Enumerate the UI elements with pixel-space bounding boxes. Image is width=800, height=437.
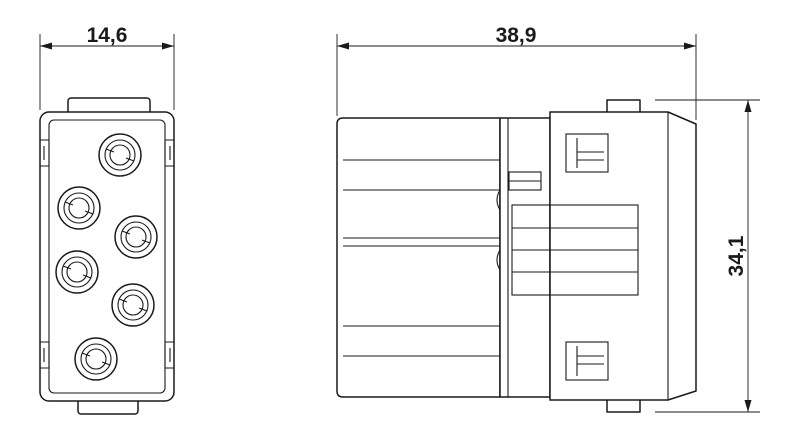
dimension-side-length: 38,9 <box>336 24 697 120</box>
dimension-front-width: 14,6 <box>39 24 175 110</box>
contact-opening <box>111 283 155 327</box>
contact-opening <box>74 337 118 381</box>
front-body <box>39 111 175 402</box>
side-view <box>336 99 697 413</box>
side-latch-window-bottom <box>565 341 609 381</box>
front-body-inner <box>48 119 166 394</box>
contact-opening <box>114 215 158 259</box>
contact-opening <box>98 133 142 177</box>
dimension-label-height: 34,1 <box>725 235 748 276</box>
side-latch-window-top <box>565 133 609 173</box>
dimension-label-length: 38,9 <box>496 24 537 47</box>
side-front-insert <box>549 111 697 401</box>
front-view <box>39 97 175 415</box>
contact-openings <box>55 133 158 381</box>
side-rear-body <box>336 117 501 398</box>
contact-opening <box>57 186 101 230</box>
front-side-latches <box>40 139 174 369</box>
side-bottom-clip <box>606 400 641 413</box>
dimension-side-height: 34,1 <box>655 99 760 413</box>
contact-opening <box>55 250 99 294</box>
dimension-label-width: 14,6 <box>87 24 128 47</box>
side-top-clip <box>606 99 641 112</box>
side-ribbed-panel <box>511 204 639 296</box>
